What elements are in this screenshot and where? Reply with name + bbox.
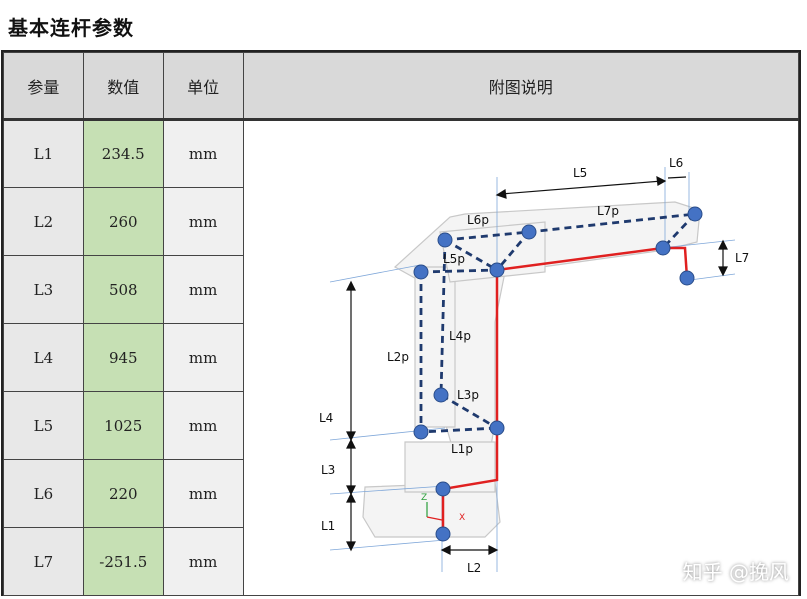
label-l7p: L7p xyxy=(597,204,619,218)
label-l6p: L6p xyxy=(467,213,489,227)
label-l3: L3 xyxy=(321,463,335,477)
param-cell: L4 xyxy=(3,323,84,392)
label-l6: L6 xyxy=(669,156,683,170)
parameter-sheet: 参量 数值 单位 附图说明 L1 234.5 mm L2 260 mm L3 5… xyxy=(1,50,801,596)
joints xyxy=(413,206,703,542)
param-cell: L7 xyxy=(3,527,84,596)
unit-cell: mm xyxy=(162,187,244,256)
unit-cell: mm xyxy=(162,527,244,596)
value-cell[interactable]: 234.5 xyxy=(82,119,164,188)
table-row: L4 945 mm xyxy=(3,323,799,392)
param-cell: L1 xyxy=(3,119,84,188)
label-l5p: L5p xyxy=(443,252,465,266)
value-cell[interactable]: 508 xyxy=(82,255,164,324)
watermark: 知乎 @挽风 xyxy=(682,560,789,584)
robot-silhouette xyxy=(362,201,701,538)
param-cell: L5 xyxy=(3,391,84,460)
parameter-table: 参量 数值 单位 附图说明 L1 234.5 mm L2 260 mm L3 5… xyxy=(3,52,800,596)
label-l2p: L2p xyxy=(387,350,409,364)
header-figure: 附图说明 xyxy=(242,52,800,120)
header-value: 数值 xyxy=(82,52,164,120)
table-row: L6 220 mm xyxy=(3,459,799,528)
label-l1p: L1p xyxy=(451,442,473,456)
param-cell: L2 xyxy=(3,187,84,256)
table-row: L1 234.5 mm xyxy=(3,119,800,596)
value-cell[interactable]: 260 xyxy=(82,187,164,256)
label-l1: L1 xyxy=(321,519,335,533)
figure-labels: L4 L3 L1 L2 L5 L6 L7 L1p L2p L3p L4p L5p… xyxy=(319,156,749,575)
robot-linkage-diagram: Z X L4 L3 L1 L2 L5 L6 L7 L1p L2p L3p L4p… xyxy=(319,156,749,575)
unit-cell: mm xyxy=(162,119,244,188)
label-l7: L7 xyxy=(735,251,749,265)
base-axis: Z X xyxy=(421,493,465,523)
table-row: L2 260 mm xyxy=(3,187,799,256)
header-row: 参量 数值 单位 附图说明 xyxy=(3,52,800,120)
header-param: 参量 xyxy=(3,52,84,120)
page-title: 基本连杆参数 xyxy=(8,16,134,40)
table-row: L7 -251.5 mm xyxy=(3,527,799,596)
unit-cell: mm xyxy=(162,459,244,528)
header-unit: 单位 xyxy=(162,52,244,120)
param-cell: L6 xyxy=(3,459,84,528)
value-cell[interactable]: -251.5 xyxy=(82,527,164,596)
label-l3p: L3p xyxy=(457,388,479,402)
header-separator xyxy=(3,118,799,121)
param-cell: L3 xyxy=(3,255,84,324)
label-l5: L5 xyxy=(573,166,587,180)
unit-cell: mm xyxy=(162,323,244,392)
label-l4p: L4p xyxy=(449,329,471,343)
value-cell[interactable]: 1025 xyxy=(82,391,164,460)
unit-cell: mm xyxy=(162,255,244,324)
unit-cell: mm xyxy=(162,391,244,460)
figure-cell xyxy=(242,119,800,596)
axis-z-label: Z xyxy=(421,493,427,503)
label-l4: L4 xyxy=(319,411,333,425)
axis-x-label: X xyxy=(459,513,465,523)
label-l2: L2 xyxy=(467,561,481,575)
dimension-arrows xyxy=(346,175,728,555)
value-cell[interactable]: 220 xyxy=(82,459,164,528)
table-row: L5 1025 mm xyxy=(3,391,799,460)
value-cell[interactable]: 945 xyxy=(82,323,164,392)
